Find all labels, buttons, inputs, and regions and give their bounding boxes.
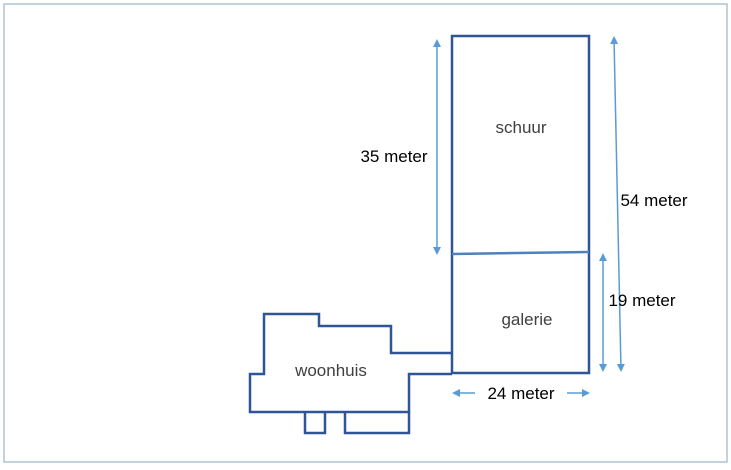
woonhuis-label: woonhuis: [294, 361, 367, 380]
galerie-label: galerie: [501, 310, 552, 329]
woonhuis-annex-right: [343, 412, 411, 435]
woonhuis-annex-left: [303, 412, 327, 435]
total-height-arrow: [610, 36, 625, 372]
schuur-galerie-outline: [450, 34, 591, 375]
galerie-height-label: 19 meter: [608, 291, 675, 310]
schuur-height-label: 35 meter: [360, 147, 427, 166]
width-label: 24 meter: [487, 384, 554, 403]
woonhuis-outline: [248, 312, 452, 414]
diagram-frame: [3, 3, 728, 463]
total-height-label: 54 meter: [620, 191, 687, 210]
schuur-galerie-divider: [451, 250, 590, 256]
schuur-label: schuur: [495, 118, 546, 137]
